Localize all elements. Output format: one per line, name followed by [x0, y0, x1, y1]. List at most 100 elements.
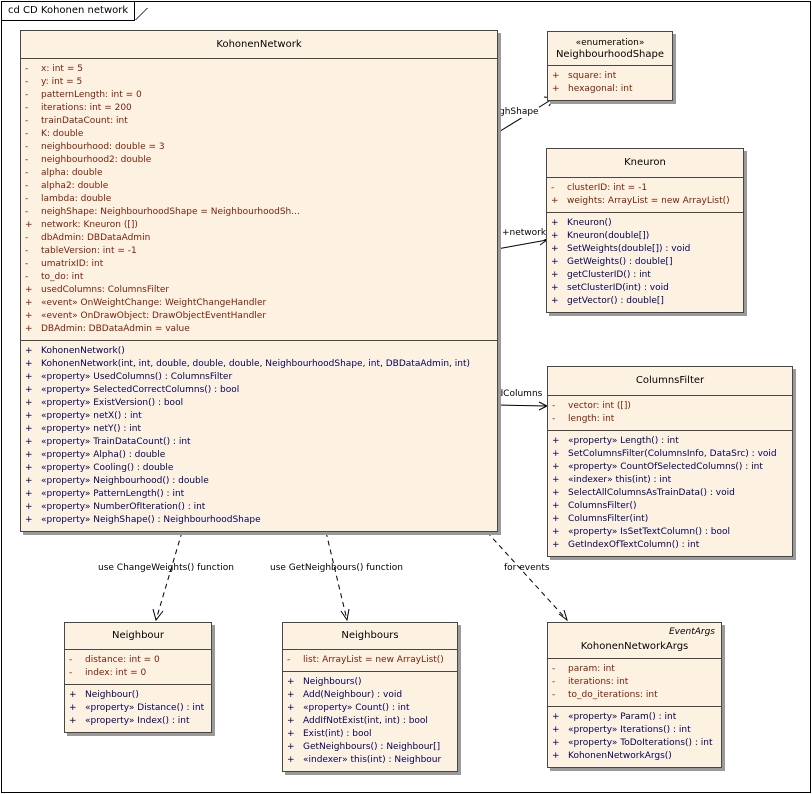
member-text: neighbourhood: double = 3	[41, 142, 165, 152]
member-text: «property» IsSetTextColumn() : bool	[568, 527, 731, 537]
attribute-row: - dbAdmin: DBDataAdmin	[21, 232, 497, 245]
visibility-marker: -	[287, 655, 291, 665]
member-text: dbAdmin: DBDataAdmin	[41, 233, 151, 243]
class-neighbour[interactable]: Neighbour -distance: int = 0-index: int …	[64, 622, 212, 733]
attribute-compartment: -distance: int = 0-index: int = 0	[65, 650, 211, 685]
visibility-marker: -	[25, 259, 29, 269]
member-text: «property» Param() : int	[568, 712, 677, 722]
visibility-marker: +	[552, 712, 560, 722]
member-text: «property» Cooling() : double	[41, 463, 174, 473]
member-text: «property» TrainDataCount() : int	[41, 437, 191, 447]
visibility-marker: +	[552, 462, 560, 472]
member-text: «event» OnDrawObject: DrawObjectEventHan…	[41, 311, 267, 321]
operation-row: +getVector() : double[]	[547, 295, 743, 308]
class-parent: EventArgs	[668, 627, 715, 637]
operation-row: +KohonenNetwork()	[21, 345, 497, 358]
visibility-marker: +	[287, 690, 295, 700]
member-text: iterations: int	[568, 677, 629, 687]
class-columns-filter[interactable]: ColumnsFilter -vector: int ([])-length: …	[547, 366, 793, 557]
operation-row: +«indexer» this(int) : int	[548, 474, 792, 487]
member-text: KohonenNetwork()	[41, 346, 125, 356]
attribute-row: -to_do_iterations: int	[548, 689, 721, 702]
member-text: index: int = 0	[85, 668, 147, 678]
attribute-row: + weights: ArrayList = new ArrayList()	[547, 195, 743, 208]
visibility-marker: +	[551, 270, 559, 280]
class-kneuron[interactable]: Kneuron -clusterID: int = -1+weights: Ar…	[546, 148, 744, 313]
attribute-row: -neighShape: NeighbourhoodShape = Neighb…	[21, 206, 497, 219]
visibility-marker: +	[552, 514, 560, 524]
visibility-marker: +	[287, 742, 295, 752]
attribute-row: -iterations: int	[548, 676, 721, 689]
class-neighbourhood-shape[interactable]: «enumeration» NeighbourhoodShape +square…	[547, 31, 673, 101]
visibility-marker: +	[551, 196, 559, 206]
attribute-compartment: -param: int-iterations: int-to_do_iterat…	[548, 659, 721, 707]
operation-row: +«property» ToDoIterations() : int	[548, 737, 721, 750]
visibility-marker: +	[25, 324, 33, 334]
operation-row: +Neighbour()	[65, 689, 211, 702]
operation-row: +«property» netX() : int	[21, 410, 497, 423]
attribute-row: +«event» OnDrawObject: DrawObjectEventHa…	[21, 310, 497, 323]
visibility-marker: -	[25, 116, 29, 126]
class-name: KohonenNetwork	[216, 39, 302, 50]
visibility-marker: +	[551, 231, 559, 241]
member-text: Neighbour()	[85, 690, 139, 700]
attribute-row: -alpha: double	[21, 167, 497, 180]
visibility-marker: +	[69, 716, 77, 726]
attribute-compartment: -clusterID: int = -1+ weights: ArrayList …	[547, 178, 743, 213]
member-text: Kneuron(double[])	[567, 231, 650, 241]
operation-row: +ColumnsFilter()	[548, 500, 792, 513]
visibility-marker: +	[287, 755, 295, 765]
attribute-row: -x: int = 5	[21, 63, 497, 76]
member-text: Exist(int) : bool	[303, 729, 372, 739]
visibility-marker: -	[69, 668, 73, 678]
member-text: «property» netX() : int	[41, 411, 142, 421]
visibility-marker: +	[25, 476, 33, 486]
dependency-neighbour-line	[155, 531, 183, 621]
member-text: GetIndexOfTextColumn() : int	[568, 540, 700, 550]
visibility-marker: +	[287, 703, 295, 713]
visibility-marker: +	[552, 488, 560, 498]
visibility-marker: -	[25, 129, 29, 139]
operation-row: +«property» Neighbourhood() : double	[21, 475, 497, 488]
operation-compartment: +«property» Length() : int+SetColumnsFil…	[548, 431, 792, 556]
class-name: Kneuron	[624, 157, 666, 168]
member-text: weights: ArrayList = new ArrayList()	[567, 196, 730, 206]
association-network-line	[496, 239, 548, 250]
member-text: DBAdmin: DBDataAdmin = value	[41, 324, 190, 334]
class-neighbours[interactable]: Neighbours -list: ArrayList = new ArrayL…	[282, 622, 458, 772]
visibility-marker: -	[25, 155, 29, 165]
visibility-marker: +	[25, 285, 33, 295]
visibility-marker: +	[25, 463, 33, 473]
visibility-marker: +	[552, 751, 560, 761]
visibility-marker: +	[552, 436, 560, 446]
operation-row: +getClusterID() : int	[547, 269, 743, 282]
visibility-marker: +	[25, 220, 33, 230]
member-text: vector: int ([])	[568, 401, 631, 411]
member-text: AddIfNotExist(int, int) : bool	[303, 716, 428, 726]
operation-row: +GetWeights() : double[]	[547, 256, 743, 269]
operation-row: +setClusterID(int) : void	[547, 282, 743, 295]
class-kohonen-network[interactable]: KohonenNetwork -x: int = 5-y: int = 5-pa…	[20, 30, 498, 532]
visibility-marker: -	[551, 183, 555, 193]
operation-row: +«property» CountOfSelectedColumns() : i…	[548, 461, 792, 474]
operation-row: +SetWeights(double[]) : void	[547, 243, 743, 256]
member-text: SetColumnsFilter(ColumnsInfo, DataSrc) :…	[568, 449, 777, 459]
class-kohonen-network-args[interactable]: EventArgs KohonenNetworkArgs -param: int…	[547, 622, 722, 768]
operation-row: +«property» Alpha() : double	[21, 449, 497, 462]
operation-row: + «property» Cooling() : double	[21, 462, 497, 475]
visibility-marker: +	[552, 84, 560, 94]
visibility-marker: +	[25, 450, 33, 460]
attribute-row: -list: ArrayList = new ArrayList()	[283, 654, 457, 667]
member-text: «property» Index() : int	[85, 716, 190, 726]
association-usedcolumns-line	[496, 404, 548, 407]
member-text: neighbourhood2: double	[41, 155, 152, 165]
member-text: to_do_iterations: int	[568, 690, 658, 700]
member-text: iterations: int = 200	[41, 103, 132, 113]
visibility-marker: +	[551, 296, 559, 306]
member-text: «property» PatternLength() : int	[41, 489, 185, 499]
visibility-marker: +	[551, 257, 559, 267]
attribute-row: -clusterID: int = -1	[547, 182, 743, 195]
visibility-marker: -	[25, 233, 29, 243]
member-text: hexagonal: int	[568, 84, 633, 94]
